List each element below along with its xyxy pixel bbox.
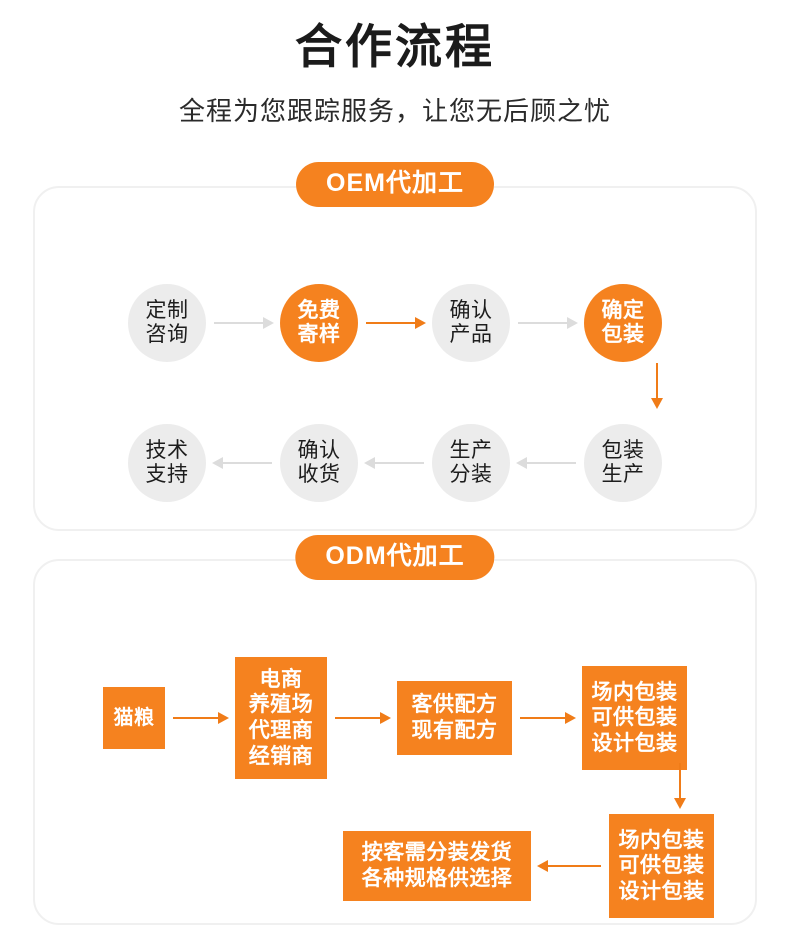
oem-step-confirm-receipt[interactable]: 确认 收货	[280, 424, 358, 502]
step-label-line2: 生产	[601, 463, 645, 486]
odm-step-packaging-options-2[interactable]: 场内包装 可供包装 设计包装	[609, 814, 714, 918]
page-title: 合作流程	[295, 20, 495, 73]
arrow-head	[415, 317, 426, 329]
arrow-down-icon	[648, 361, 666, 409]
oem-step-package-production[interactable]: 包装 生产	[584, 424, 662, 502]
step-label-line1: 确认	[449, 298, 493, 322]
arrow-shaft	[366, 322, 424, 324]
oem-process-card: OEM代加工 定制 咨询 免费 寄样 确认 产品	[33, 162, 757, 531]
arrow-shaft	[518, 462, 576, 464]
step-label-line2: 寄样	[297, 323, 341, 346]
odm-step-custom-shipping[interactable]: 按客需分装发货 各种规格供选择	[343, 831, 531, 901]
step-label-line2: 支持	[145, 463, 189, 486]
step-label-line1: 包装	[601, 438, 645, 462]
arrow-down-icon	[671, 761, 689, 809]
odm-step-channels[interactable]: 电商 养殖场 代理商 经销商	[235, 657, 327, 779]
arrow-head	[565, 712, 576, 724]
oem-step-confirm-packaging[interactable]: 确定 包装	[584, 284, 662, 362]
step-label-line1: 确认	[297, 438, 341, 462]
step-label-line2: 收货	[297, 463, 341, 486]
box-label-line3: 代理商	[248, 719, 314, 742]
odm-step-cat-food[interactable]: 猫粮	[103, 687, 165, 749]
odm-flow-row-2: 按客需分装发货 各种规格供选择 场内包装 可供包装 设计包装	[35, 814, 755, 918]
arrow-shaft	[518, 322, 576, 324]
step-label-line2: 分装	[449, 463, 493, 486]
arrow-head	[567, 317, 578, 329]
arrow-right-icon	[512, 709, 582, 727]
arrow-shaft	[214, 462, 272, 464]
arrow-right-icon	[165, 709, 235, 727]
arrow-left-icon	[531, 857, 609, 875]
oem-step-free-sample[interactable]: 免费 寄样	[280, 284, 358, 362]
odm-flow-row-1: 猫粮 电商 养殖场 代理商 经销商 客供配方 现有配方	[35, 657, 755, 779]
box-label-line1: 场内包装	[591, 680, 678, 704]
arrow-head	[674, 798, 686, 809]
box-label-line2: 可供包装	[591, 706, 678, 730]
step-label-line1: 定制	[145, 298, 189, 322]
box-label-line1: 电商	[259, 667, 303, 691]
arrow-head	[537, 860, 548, 872]
step-label-line1: 生产	[449, 438, 493, 462]
step-label-line2: 产品	[449, 323, 493, 346]
page-header: 合作流程 全程为您跟踪服务，让您无后顾之忧	[0, 0, 790, 128]
box-label-line2: 养殖场	[248, 693, 314, 717]
oem-step-tech-support[interactable]: 技术 支持	[128, 424, 206, 502]
arrow-shaft	[520, 717, 574, 719]
arrow-head	[516, 457, 527, 469]
box-label-line3: 设计包装	[618, 879, 705, 903]
arrow-shaft	[366, 462, 424, 464]
oem-step-production-packing[interactable]: 生产 分装	[432, 424, 510, 502]
arrow-head	[218, 712, 229, 724]
box-label-line1: 猫粮	[113, 706, 155, 729]
box-label-line3: 设计包装	[591, 731, 678, 755]
page-subtitle: 全程为您跟踪服务，让您无后顾之忧	[178, 95, 611, 126]
box-label-line4: 经销商	[248, 744, 314, 768]
box-label-line1: 客供配方	[411, 693, 498, 717]
odm-process-card: ODM代加工 猫粮 电商 养殖场 代理商 经销商 客供配方 现有配方	[33, 535, 757, 925]
arrow-head	[651, 398, 663, 409]
step-label-line2: 包装	[601, 323, 645, 346]
arrow-left-icon	[510, 454, 584, 472]
arrow-head	[364, 457, 375, 469]
arrow-shaft	[335, 717, 389, 719]
step-label-line1: 确定	[601, 298, 645, 322]
arrow-left-icon	[206, 454, 280, 472]
step-label-line2: 咨询	[145, 323, 189, 346]
arrow-right-icon	[206, 314, 280, 332]
box-label-line2: 可供包装	[618, 854, 705, 878]
arrow-right-icon	[510, 314, 584, 332]
box-label-line2: 现有配方	[411, 719, 498, 742]
box-label-line1: 场内包装	[618, 828, 705, 852]
arrow-shaft	[539, 865, 601, 867]
arrow-shaft	[173, 717, 227, 719]
box-label-line1: 按客需分装发货	[361, 841, 513, 865]
arrow-left-icon	[358, 454, 432, 472]
odm-badge: ODM代加工	[295, 535, 495, 580]
arrow-right-icon	[327, 709, 397, 727]
oem-flow-row-2: 技术 支持 确认 收货 生产 分装	[35, 424, 755, 502]
oem-badge: OEM代加工	[296, 162, 494, 207]
arrow-head	[380, 712, 391, 724]
oem-flow-row-1: 定制 咨询 免费 寄样 确认 产品	[35, 284, 755, 362]
arrow-head	[212, 457, 223, 469]
odm-step-formula[interactable]: 客供配方 现有配方	[397, 681, 512, 755]
arrow-shaft	[656, 363, 658, 399]
step-label-line1: 技术	[145, 438, 189, 462]
arrow-right-icon	[358, 314, 432, 332]
oem-step-confirm-product[interactable]: 确认 产品	[432, 284, 510, 362]
step-label-line1: 免费	[297, 298, 341, 322]
arrow-shaft	[679, 763, 681, 799]
arrow-shaft	[214, 322, 272, 324]
oem-step-custom-consult[interactable]: 定制 咨询	[128, 284, 206, 362]
odm-step-packaging-options[interactable]: 场内包装 可供包装 设计包装	[582, 666, 687, 770]
arrow-head	[263, 317, 274, 329]
box-label-line2: 各种规格供选择	[361, 867, 513, 890]
